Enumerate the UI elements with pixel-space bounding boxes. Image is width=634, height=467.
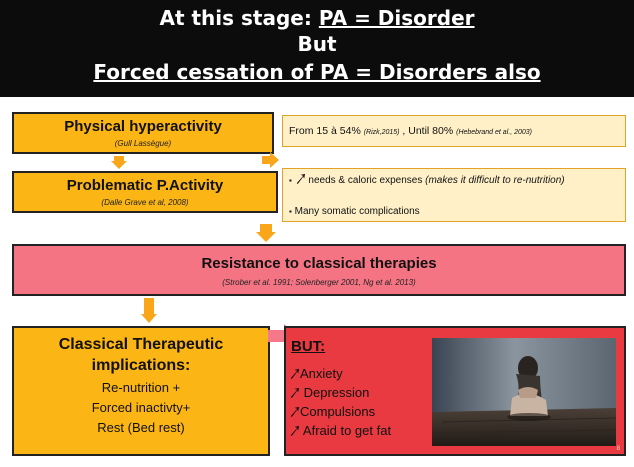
page-number: 8 <box>616 446 620 452</box>
title-line-3: Forced cessation of PA = Disorders also <box>93 60 541 84</box>
up-right-arrow-icon <box>290 387 300 398</box>
but-item-anxiety: Anxiety <box>289 364 391 383</box>
up-right-arrow-icon <box>290 406 300 417</box>
prevalence-cite-2: (Hebebrand et al., 2003) <box>456 129 532 136</box>
therapeutic-title-2: implications: <box>91 357 191 374</box>
title-underlined: PA = Disorder <box>318 6 475 30</box>
problematic-activity-cite: (Dalle Grave et al, 2008) <box>101 198 189 207</box>
prevalence-prefix: From 15 à 54% <box>289 125 364 137</box>
title-bar: At this stage: PA = Disorder But Forced … <box>0 0 634 97</box>
but-item-afraid-fat: Afraid to get fat <box>289 421 391 440</box>
bullet-1-text: needs & caloric expenses <box>305 175 426 186</box>
therapeutic-title-1: Classical Therapeutic <box>58 336 224 353</box>
sitting-person-photo <box>432 338 616 446</box>
physical-hyperactivity-box: Physical hyperactivity (Gull Lassègue) <box>12 112 274 154</box>
title-prefix: At this stage: <box>159 6 319 30</box>
up-right-arrow-icon <box>290 425 300 436</box>
bullet-1-italic: (makes it difficult to re-nutrition) <box>425 175 565 186</box>
prevalence-mid: , Until 80% <box>399 125 457 137</box>
up-right-arrow-icon <box>290 368 300 379</box>
bullet-2-text: Many somatic complications <box>294 206 420 217</box>
resistance-title: Resistance to classical therapies <box>201 255 437 272</box>
therapeutic-implications-box: Classical Therapeutic implications: Re-n… <box>12 326 270 456</box>
consequences-note: ▪ needs & caloric expenses (makes it dif… <box>282 168 626 222</box>
up-right-arrow-icon <box>296 173 305 184</box>
but-consequences-box: BUT: Anxiety Depression Compulsions Afra… <box>284 326 626 456</box>
but-item-compulsions: Compulsions <box>289 402 391 421</box>
therapeutic-line-1: Re-nutrition + <box>101 380 181 395</box>
physical-hyperactivity-cite: (Gull Lassègue) <box>114 139 172 148</box>
but-list: Anxiety Depression Compulsions Afraid to… <box>289 364 391 440</box>
bullet-item-1: ▪ needs & caloric expenses (makes it dif… <box>289 173 565 186</box>
problematic-activity-title: Problematic P.Activity <box>66 177 224 194</box>
bullet-item-2: ▪ Many somatic complications <box>289 206 420 217</box>
prevalence-text: From 15 à 54% (Rizk,2015) , Until 80% (H… <box>289 125 532 137</box>
resistance-cite: (Strober et al. 1991; Solenberger 2001, … <box>222 278 416 287</box>
prevalence-note: From 15 à 54% (Rizk,2015) , Until 80% (H… <box>282 115 626 147</box>
title-line-1: At this stage: PA = Disorder <box>0 6 634 30</box>
but-heading: BUT: <box>291 338 326 355</box>
therapeutic-line-3: Rest (Bed rest) <box>97 420 185 435</box>
resistance-banner: Resistance to classical therapies (Strob… <box>12 244 626 296</box>
physical-hyperactivity-title: Physical hyperactivity <box>64 118 222 135</box>
but-item-depression: Depression <box>289 383 391 402</box>
prevalence-cite-1: (Rizk,2015) <box>363 129 400 136</box>
problematic-activity-box: Problematic P.Activity (Dalle Grave et a… <box>12 171 278 213</box>
title-line-2: But <box>297 32 337 56</box>
therapeutic-line-2: Forced inactivty+ <box>91 400 191 415</box>
